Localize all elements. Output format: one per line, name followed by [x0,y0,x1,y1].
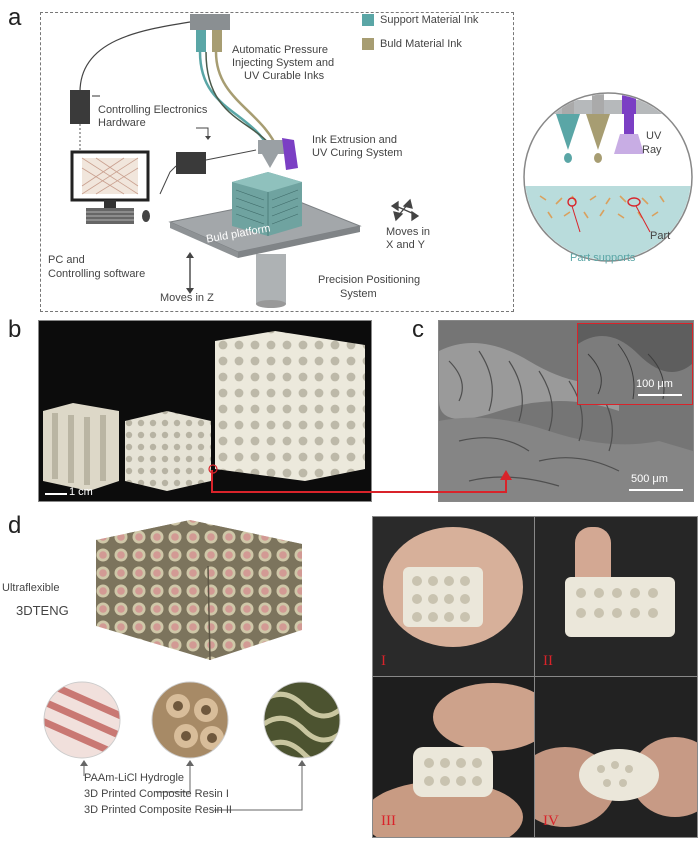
controller-box [176,152,206,174]
b-to-c-arrow [211,470,512,493]
label-e-ii: II [543,653,553,669]
scale-bar-b [45,493,67,495]
scale-text-c: 500 μm [631,473,668,485]
positioning-label-1: Precision Positioning [318,274,421,286]
printed-samples-illustration [43,331,365,491]
sem-inset: 100 μm [577,323,693,405]
pressure-label-2: Injecting System and [232,57,335,69]
pressure-label-3: UV Curable Inks [244,70,325,82]
moves-xy-label-1: Moves in [386,226,431,238]
scale-text-c-inset: 100 μm [636,378,673,390]
resin-i-circle [152,682,228,758]
teng-title-2: 3DTENG [16,603,69,618]
panel-label-c: c [412,316,424,343]
label-e-iii: III [381,813,396,829]
panel-d-illustration [43,520,341,811]
support-ink-swatch [362,14,374,26]
panel-b-photo: 1 cm [38,320,372,502]
panel-e-divider-v [534,517,535,837]
part-supports-label: Part supports [570,252,636,264]
photo-e-iii: III [373,677,535,837]
extrusion-label-2: UV Curing System [312,147,403,159]
part-label: Part [650,230,671,242]
hydrogel-circle [44,682,120,758]
pc-label-2: Controlling software [48,268,146,280]
pressure-label-1: Automatic Pressure [232,44,328,56]
panel-a-frame [40,12,514,312]
panel-c-sem: 100 μm 500 μm [438,320,694,502]
material-label-resin-i: 3D Printed Composite Resin I [84,788,229,800]
material-label-resin-ii: 3D Printed Composite Resin II [84,804,232,816]
uv-ray-label-2: Ray [642,144,662,156]
panel-e-divider-h [373,676,697,677]
photo-e-iv: IV [535,677,697,837]
scale-bar-c-inset [638,394,682,396]
electronics-label-2: Hardware [98,117,146,129]
material-label-hydrogel: PAAm-LiCl Hydrogle [84,772,185,784]
scale-bar-c [629,489,683,491]
build-ink-swatch [362,38,374,50]
moves-xy-label-2: X and Y [386,239,425,251]
pressure-system-box [190,14,230,30]
legend-support-label: Support Material Ink [380,14,479,26]
moves-z-label: Moves in Z [160,292,214,304]
extrusion-head [258,140,284,154]
teng-title-1: Ultraflexible [2,582,60,594]
panel-label-a: a [8,4,22,31]
resin-ii-circle [264,682,340,758]
label-e-iv: IV [543,813,559,829]
legend-build-label: Buld Material Ink [380,38,462,50]
pc-label-1: PC and [48,254,85,266]
panel-label-d: d [8,512,22,539]
extrusion-label-1: Ink Extrusion and [312,134,397,146]
photo-e-i: I [373,517,535,677]
photo-e-ii: II [535,517,697,677]
electronics-label-1: Controlling Electronics [98,104,208,116]
panel-a-schematic [70,14,693,308]
scale-text-b: 1 cm [69,486,93,498]
electronics-box [70,90,90,124]
printed-part [232,172,302,236]
label-e-i: I [381,653,386,669]
positioning-label-2: System [340,288,377,300]
panel-e-grid: I II III IV [372,516,698,838]
panel-label-b: b [8,316,22,343]
uv-ray-label-1: UV [646,130,662,142]
